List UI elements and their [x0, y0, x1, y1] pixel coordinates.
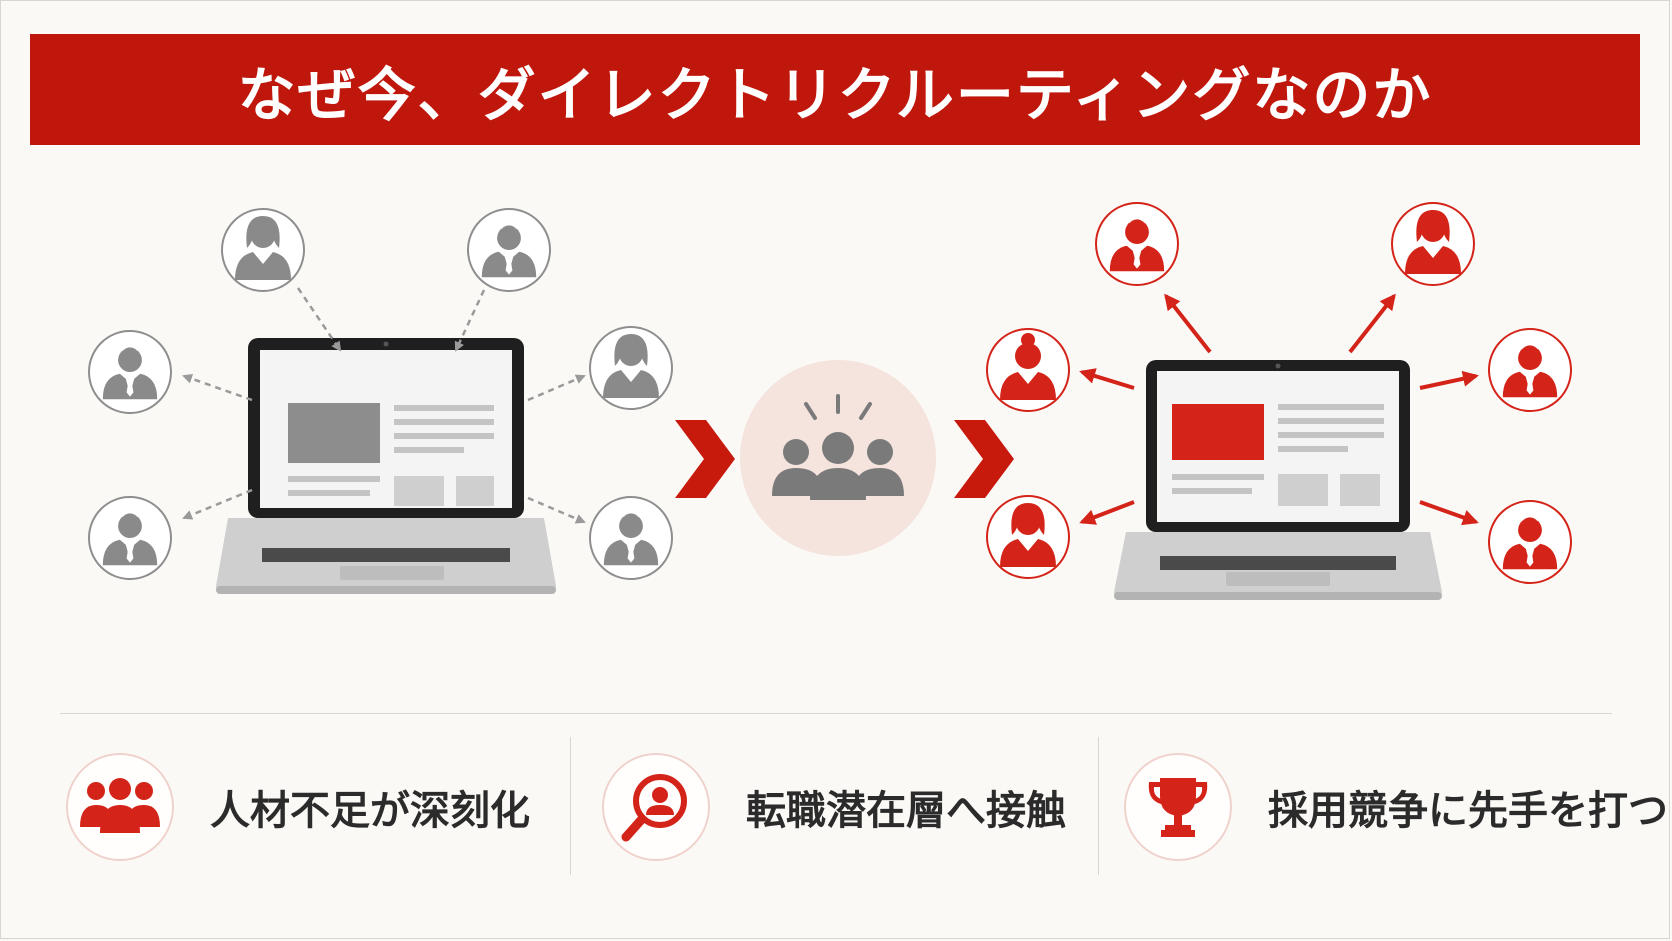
woman-icon — [986, 328, 1070, 412]
screen-image-block — [288, 403, 380, 463]
column-divider — [1098, 737, 1099, 875]
title-banner: なぜ今、ダイレクトリクルーティングなのか — [30, 34, 1640, 145]
feature-talent-shortage: 人材不足が深刻化 — [66, 752, 530, 862]
laptop-right — [1114, 360, 1442, 600]
group-icon — [66, 753, 174, 861]
man-icon — [88, 496, 172, 580]
trophy-icon — [1124, 753, 1232, 861]
woman-icon — [1391, 202, 1475, 286]
column-divider — [570, 737, 571, 875]
feature-label: 人材不足が深刻化 — [210, 788, 530, 834]
man-icon — [589, 496, 673, 580]
chevron-right-icon — [954, 420, 1014, 498]
woman-icon — [589, 326, 673, 410]
woman-icon — [986, 495, 1070, 579]
man-icon — [467, 208, 551, 292]
laptop-left — [216, 338, 556, 594]
search-person-icon — [602, 753, 710, 861]
left-arrows — [182, 287, 586, 524]
man-icon — [1095, 202, 1179, 286]
feature-passive-candidates: 転職潜在層へ接触 — [602, 752, 1066, 862]
feature-label: 転職潜在層へ接触 — [746, 788, 1066, 834]
left-people — [88, 208, 673, 580]
man-icon — [1488, 500, 1572, 584]
right-people — [986, 202, 1572, 584]
section-divider — [60, 713, 1612, 714]
chevron-right-icon — [675, 420, 735, 498]
man-icon — [1488, 328, 1572, 412]
feature-label: 採用競争に先手を打つ — [1268, 788, 1668, 834]
center-group-circle — [740, 360, 936, 556]
man-icon — [88, 330, 172, 414]
page-title: なぜ今、ダイレクトリクルーティングなのか — [237, 60, 1433, 129]
right-arrows — [1079, 293, 1479, 526]
feature-competitive-edge: 採用競争に先手を打つ — [1124, 752, 1668, 862]
woman-icon — [221, 208, 305, 292]
screen-highlight-block — [1172, 404, 1264, 460]
group-icon — [772, 432, 904, 500]
